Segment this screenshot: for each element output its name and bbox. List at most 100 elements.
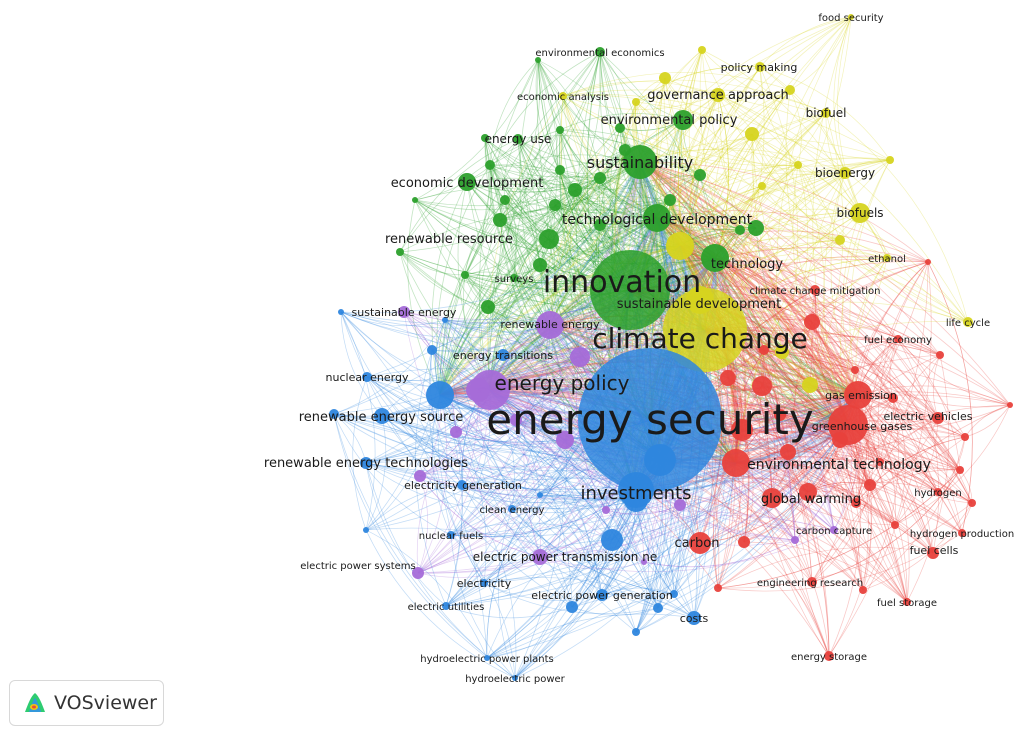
node-label-global-warming[interactable]: global warming — [761, 492, 861, 507]
node-label-renewable-resource[interactable]: renewable resource — [385, 232, 513, 247]
node-label-technology[interactable]: technology — [711, 257, 783, 272]
node-label-engineering-research[interactable]: engineering research — [757, 578, 863, 589]
network-node[interactable] — [556, 126, 564, 134]
node-label-nuclear-fuels[interactable]: nuclear fuels — [419, 531, 484, 542]
network-node[interactable] — [641, 559, 647, 565]
node-label-nuclear-energy[interactable]: nuclear energy — [326, 371, 409, 384]
node-innovation[interactable] — [590, 250, 670, 330]
node-hydroelectric-power-plants[interactable] — [484, 655, 490, 661]
node-label-renewable-energy[interactable]: renewable energy — [500, 318, 600, 331]
node-gas-emission[interactable] — [844, 381, 872, 409]
node-sustainable-energy[interactable] — [398, 306, 410, 318]
node-renewable-energy-technologies[interactable] — [360, 457, 372, 469]
network-node[interactable] — [670, 590, 678, 598]
node-label-hydroelectric-power-plants[interactable]: hydroelectric power plants — [420, 654, 554, 665]
node-label-policy-making[interactable]: policy making — [721, 61, 798, 74]
network-node[interactable] — [694, 169, 706, 181]
node-label-environmental-economics[interactable]: environmental economics — [535, 48, 664, 59]
node-label-hydrogen[interactable]: hydrogen — [914, 488, 961, 499]
node-label-electric-vehicles[interactable]: electric vehicles — [884, 410, 973, 423]
node-electric-power-generation[interactable] — [596, 589, 608, 601]
node-label-economic-analysis[interactable]: economic analysis — [517, 92, 609, 103]
node-label-carbon-capture[interactable]: carbon capture — [796, 526, 872, 537]
node-label-energy-security[interactable]: energy security — [486, 395, 813, 444]
node-carbon[interactable] — [689, 532, 711, 554]
node-label-surveys[interactable]: surveys — [495, 274, 534, 285]
node-label-hydrogen-production[interactable]: hydrogen production — [910, 529, 1014, 540]
network-node[interactable] — [1007, 402, 1013, 408]
network-node[interactable] — [659, 72, 671, 84]
node-hydrogen[interactable] — [934, 488, 942, 496]
node-label-carbon[interactable]: carbon — [675, 536, 720, 551]
network-node[interactable] — [720, 370, 736, 386]
network-node[interactable] — [758, 182, 766, 190]
vosviewer-logo-button[interactable]: VOSviewer — [9, 680, 164, 726]
node-label-innovation[interactable]: innovation — [543, 265, 701, 300]
network-node[interactable] — [510, 414, 522, 426]
node-label-climate-change-mitigation[interactable]: climate change mitigation — [749, 286, 880, 297]
network-node[interactable] — [936, 351, 944, 359]
node-label-investments[interactable]: investments — [580, 483, 691, 504]
network-node[interactable] — [791, 536, 799, 544]
network-node[interactable] — [674, 499, 686, 511]
node-technology[interactable] — [701, 244, 729, 272]
node-nuclear-fuels[interactable] — [447, 531, 455, 539]
network-node[interactable] — [738, 536, 750, 548]
node-label-clean-energy[interactable]: clean energy — [480, 505, 545, 516]
node-renewable-resource[interactable] — [539, 229, 559, 249]
network-node[interactable] — [961, 433, 969, 441]
network-node[interactable] — [450, 426, 462, 438]
network-node[interactable] — [748, 220, 764, 236]
network-node[interactable] — [570, 347, 590, 367]
node-environmental-technology[interactable] — [722, 449, 750, 477]
node-label-electric-power-transmission[interactable]: electric power transmission ne — [473, 550, 657, 564]
node-food-security[interactable] — [848, 14, 854, 20]
node-technological-development[interactable] — [643, 204, 671, 232]
node-label-ethanol[interactable]: ethanol — [868, 254, 906, 265]
node-label-climate-change[interactable]: climate change — [592, 322, 808, 355]
node-hydroelectric-power[interactable] — [512, 675, 518, 681]
node-costs[interactable] — [687, 611, 701, 625]
node-engineering-research[interactable] — [807, 577, 817, 587]
network-node[interactable] — [666, 232, 694, 260]
node-fuel-economy[interactable] — [894, 335, 902, 343]
node-label-food-security[interactable]: food security — [818, 13, 883, 24]
network-node[interactable] — [427, 345, 437, 355]
node-electric-vehicles[interactable] — [932, 412, 944, 424]
network-node[interactable] — [555, 165, 565, 175]
node-governance-approach[interactable] — [711, 88, 725, 102]
network-node[interactable] — [442, 317, 448, 323]
node-energy-security[interactable] — [578, 348, 722, 492]
node-label-environmental-technology[interactable]: environmental technology — [747, 457, 931, 473]
network-node[interactable] — [799, 483, 817, 501]
node-electric-power-systems[interactable] — [412, 567, 424, 579]
node-environmental-economics[interactable] — [595, 47, 605, 57]
network-node[interactable] — [731, 419, 753, 441]
node-label-gas-emission[interactable]: gas emission — [825, 389, 897, 402]
network-node[interactable] — [859, 586, 867, 594]
network-node[interactable] — [956, 466, 964, 474]
node-economic-development[interactable] — [458, 173, 476, 191]
node-nuclear-energy[interactable] — [362, 372, 372, 382]
network-node[interactable] — [804, 314, 820, 330]
node-economic-analysis[interactable] — [559, 92, 567, 100]
network-node[interactable] — [968, 499, 976, 507]
network-node[interactable] — [414, 470, 426, 482]
network-node[interactable] — [594, 219, 606, 231]
node-climate-change[interactable] — [663, 288, 747, 372]
network-node[interactable] — [461, 271, 469, 279]
network-node[interactable] — [794, 161, 802, 169]
node-fuel-cells[interactable] — [927, 547, 939, 559]
node-energy-storage[interactable] — [824, 651, 834, 661]
node-biofuels[interactable] — [850, 203, 870, 223]
node-label-bioenergy[interactable]: bioenergy — [815, 166, 875, 180]
network-node[interactable] — [500, 195, 510, 205]
node-label-fuel-economy[interactable]: fuel economy — [864, 335, 932, 346]
network-node[interactable] — [533, 258, 547, 272]
network-node[interactable] — [338, 309, 344, 315]
node-global-warming[interactable] — [762, 488, 782, 508]
node-label-sustainable-energy[interactable]: sustainable energy — [352, 306, 457, 319]
node-label-technological-development[interactable]: technological development — [562, 212, 753, 228]
node-fuel-storage[interactable] — [903, 598, 911, 606]
node-energy-use[interactable] — [513, 134, 523, 144]
